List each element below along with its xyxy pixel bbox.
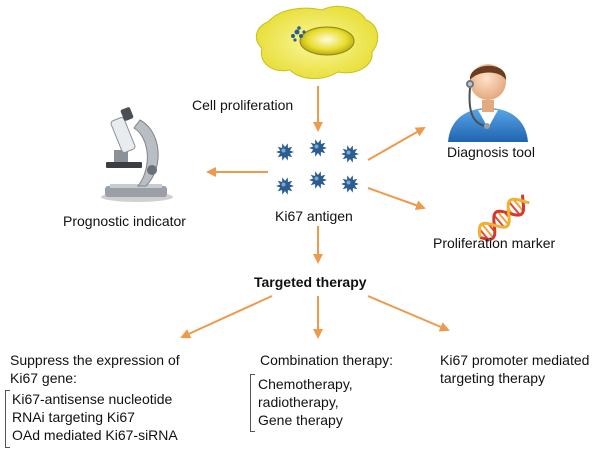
list-item: radiotherapy, (258, 394, 339, 410)
list-item: OAd mediated Ki67-siRNA (12, 427, 178, 443)
list-item: Chemotherapy, (258, 376, 353, 392)
cell-proliferation-label: Cell proliferation (192, 97, 294, 113)
suppress-heading-line2: Ki67 gene: (10, 370, 77, 386)
ki67-antigen-label: Ki67 antigen (275, 208, 353, 224)
combination-heading: Combination therapy: (260, 352, 394, 368)
microscope-icon (101, 107, 173, 202)
targeted-therapy-label: Targeted therapy (254, 274, 367, 290)
prognostic-indicator-label: Prognostic indicator (63, 213, 186, 229)
promoter-line2: targeting therapy (440, 370, 546, 386)
list-item: Ki67-antisense nucleotide (12, 391, 173, 407)
diagnosis-tool-label: Diagnosis tool (447, 144, 535, 160)
suppress-bracket (5, 390, 10, 448)
promoter-line1: Ki67 promoter mediated (440, 352, 590, 368)
list-item: Gene therapy (258, 412, 343, 428)
combination-list: Chemotherapy, radiotherapy, Gene therapy (258, 376, 353, 429)
combination-bracket (250, 374, 255, 432)
cell-icon (255, 5, 379, 79)
arrow-to-diagnosis (367, 127, 426, 161)
doctor-icon (448, 64, 528, 142)
ki67-antigen-icon (276, 139, 359, 195)
proliferation-marker-label: Proliferation marker (433, 235, 556, 251)
suppress-list: Ki67-antisense nucleotide RNAi targeting… (12, 391, 178, 444)
suppress-heading-line1: Suppress the expression of (10, 352, 180, 368)
arrow-to-promoter (367, 295, 450, 332)
arrow-to-suppress (180, 295, 273, 339)
arrows (180, 86, 450, 339)
arrow-to-proliferation-marker (367, 187, 426, 211)
dna-icon (477, 194, 530, 241)
list-item: RNAi targeting Ki67 (12, 409, 135, 425)
